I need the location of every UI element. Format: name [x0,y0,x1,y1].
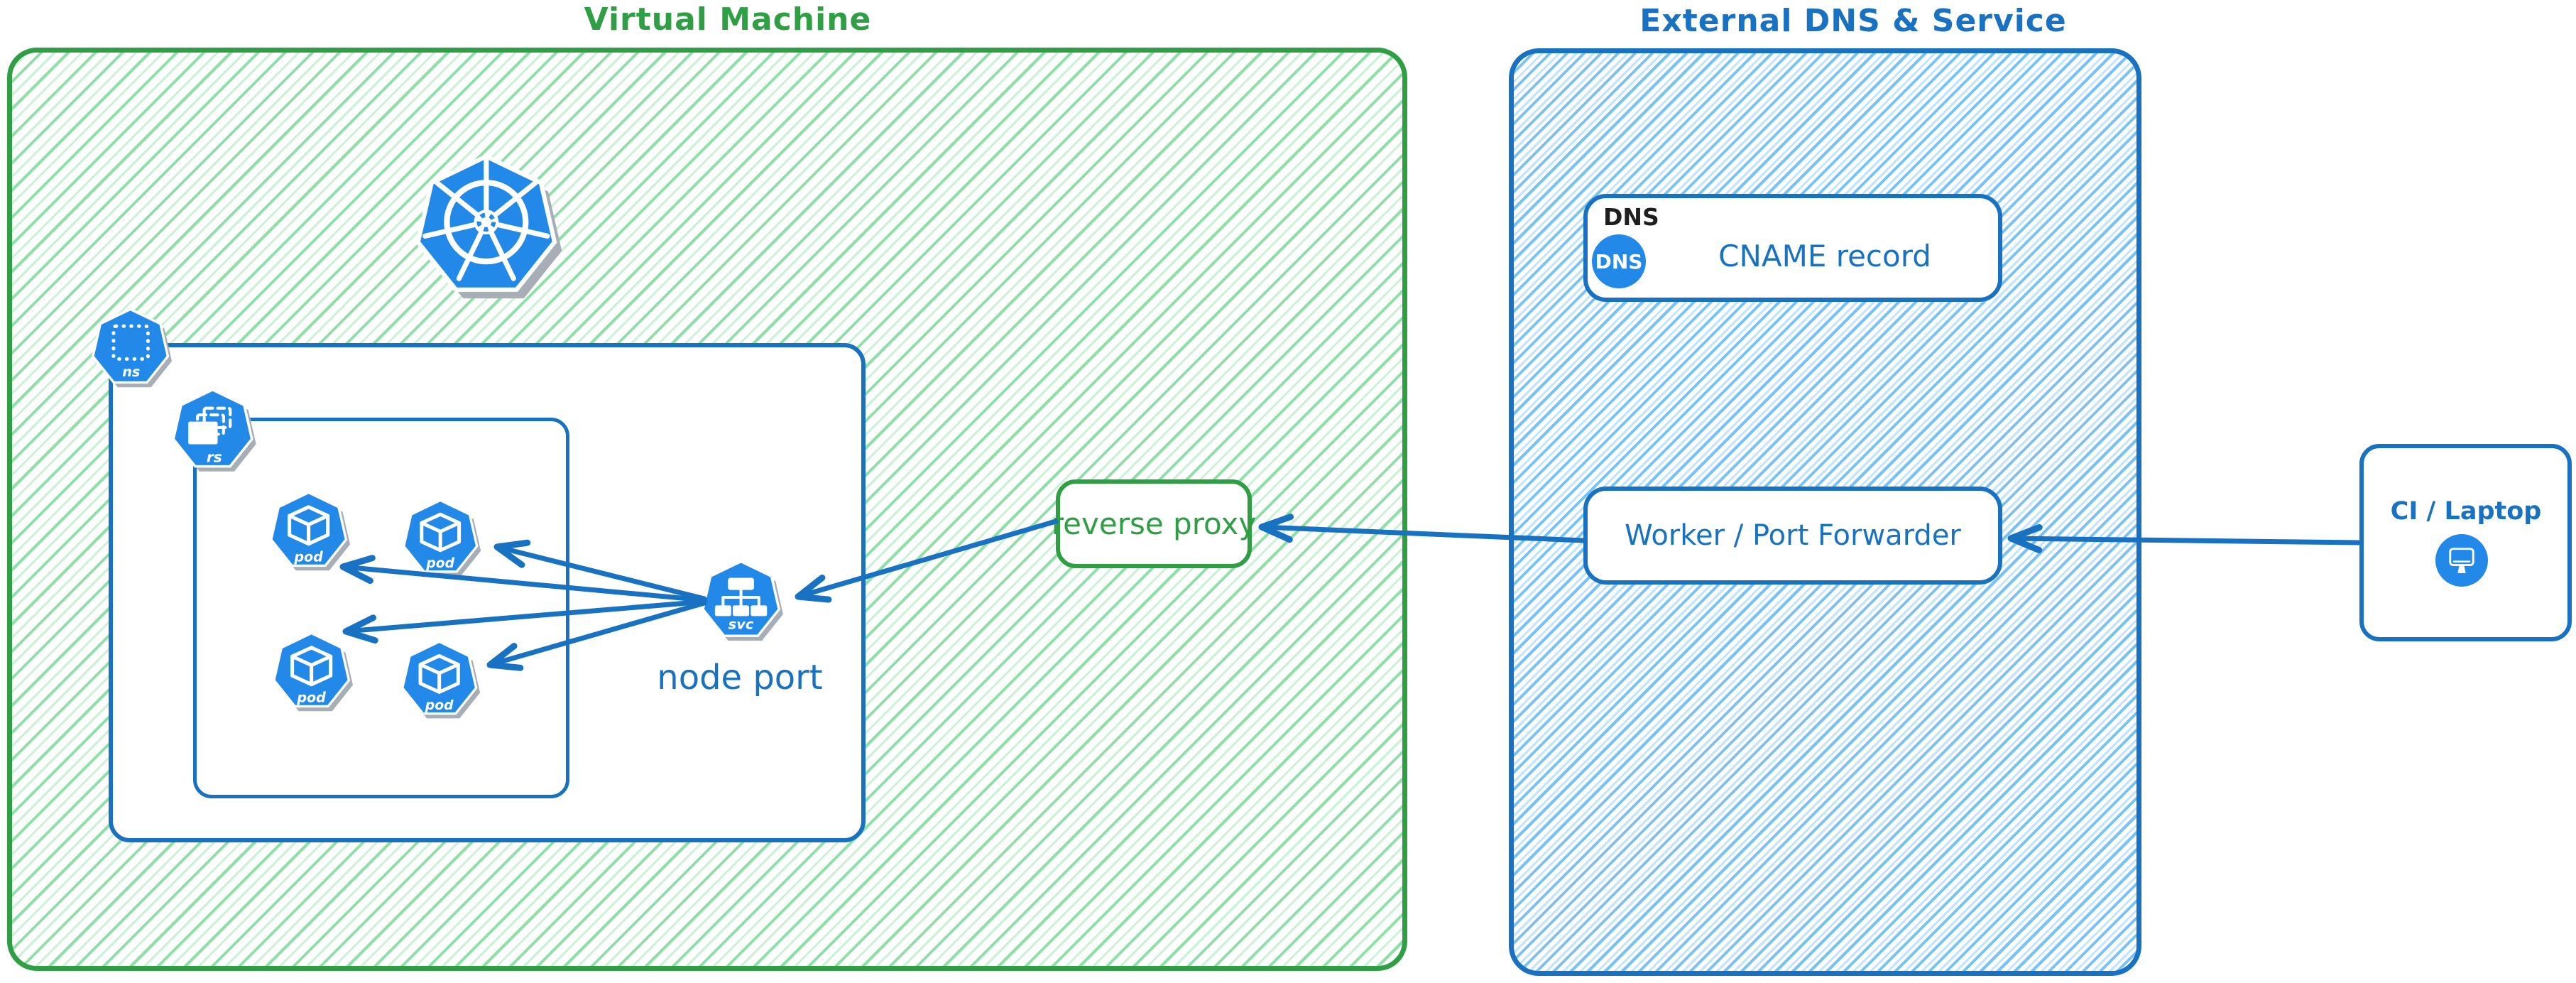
namespace-icon[interactable]: ns [89,304,177,396]
arrow-svc-to-pod-top-left[interactable] [339,555,707,603]
replicaset-box[interactable] [193,418,569,798]
namespace-icon-label: ns [122,364,140,380]
dns-tag-label: DNS [1603,203,1659,231]
pod-icon-glyph [402,499,481,577]
pod-icon-label: pod [425,698,454,713]
dns-icon-label: DNS [1595,249,1643,273]
pod-icon-label: pod [293,548,323,565]
service-icon[interactable]: svc [699,556,788,650]
pod-icon-glyph [273,631,354,712]
pod-icon-bottom-right[interactable]: pod [398,636,485,727]
pod-icon-glyph [400,640,481,719]
node-port-label: node port [657,658,823,697]
external-dns-title: External DNS & Service [1639,3,2067,39]
reverse-proxy-label: reverse proxy [1051,506,1257,541]
worker-port-forwarder-node[interactable]: Worker / Port Forwarder [1583,487,2002,585]
pod-icon-top-left[interactable]: pod [267,487,355,580]
monitor-icon-glyph [2449,548,2474,573]
monitor-icon [2435,534,2488,587]
pod-icon-label: pod [296,689,326,705]
cname-record-label: CNAME record [1718,239,1931,273]
namespace-icon-glyph [92,308,173,388]
virtual-machine-title: Virtual Machine [584,1,872,38]
dns-icon: DNS [1592,234,1646,288]
pod-icon-glyph [270,491,351,571]
ci-laptop-label: CI / Laptop [2390,497,2542,526]
pod-icon-label: pod [425,556,454,571]
arrow-worker-to-reverse-proxy[interactable] [1258,514,1586,543]
arrow-svc-to-pod-bottom-right[interactable] [486,600,707,671]
replicaset-icon-label: rs [207,448,222,465]
arrow-svc-to-pod-bottom-left[interactable] [342,599,707,644]
kubernetes-logo-icon[interactable] [410,146,571,315]
replicaset-icon-glyph [172,388,256,472]
service-icon-glyph [702,560,783,641]
pod-icon-bottom-left[interactable]: pod [270,628,358,720]
replicaset-icon[interactable]: rs [169,384,261,481]
dns-cname-card[interactable] [1583,194,2002,302]
pod-icon-top-right[interactable]: pod [400,495,486,585]
arrow-reverse-proxy-to-svc[interactable] [795,518,1059,603]
reverse-proxy-node[interactable]: reverse proxy [1052,479,1256,568]
arrow-svc-to-pod-top-right[interactable] [493,539,707,602]
service-icon-label: svc [728,617,754,633]
kubernetes-logo-glyph [415,153,562,299]
worker-port-forwarder-label: Worker / Port Forwarder [1625,519,1961,552]
arrow-ci-to-worker[interactable] [2007,523,2362,553]
